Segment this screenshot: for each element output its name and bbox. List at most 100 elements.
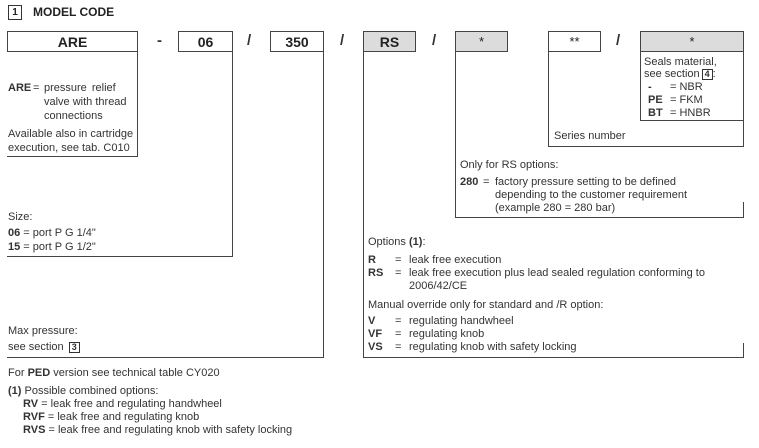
seals-colon: :: [712, 68, 716, 80]
size-key: 06: [8, 227, 21, 239]
size-title: Size:: [8, 211, 33, 223]
size-item: 06 = port P G 1/4": [8, 227, 96, 240]
connector-line: [7, 156, 138, 157]
combined-key: RVF: [23, 411, 45, 423]
code-separator: /: [432, 32, 437, 49]
code-field-options: RS: [363, 31, 416, 52]
combined-option: RVS = leak free and regulating knob with…: [23, 424, 292, 437]
connector-line: [743, 52, 744, 147]
connector-line: [743, 343, 744, 358]
combined-option: RVF = leak free and regulating knob: [23, 411, 199, 424]
option-text-cont: 2006/42/CE: [409, 280, 468, 292]
seals-value: = NBR: [670, 81, 703, 93]
combined-key: RV: [23, 398, 39, 410]
connector-line: [548, 146, 744, 147]
option-text: leak free execution: [409, 254, 502, 266]
combined-title-text: Possible combined options:: [24, 385, 159, 397]
combined-text: = leak free and regulating handwheel: [41, 398, 222, 410]
option-eq: =: [395, 254, 402, 266]
are-desc-line: pressure relief: [44, 82, 116, 94]
rs-only-key: 280: [460, 176, 479, 188]
manual-text: regulating knob: [409, 328, 485, 340]
manual-eq: =: [395, 315, 402, 327]
max-pressure-text: see section 3: [8, 341, 80, 354]
options-title: Options (1):: [368, 236, 426, 249]
rs-only-line: (example 280 = 280 bar): [495, 202, 616, 214]
connector-line: [640, 120, 744, 121]
seals-key: BT: [648, 107, 663, 119]
manual-text: regulating knob with safety locking: [409, 341, 577, 353]
options-title-text: Options: [368, 236, 406, 248]
are-note-line: execution, see tab. C010: [8, 142, 130, 154]
options-colon: :: [422, 236, 426, 248]
code-field-setting: *: [455, 31, 508, 52]
connector-line: [455, 217, 744, 218]
manual-eq: =: [395, 328, 402, 340]
size-text: = port P G 1/2": [20, 241, 96, 253]
size-text: = port P G 1/4": [20, 227, 96, 239]
section-ref-4: 4: [701, 69, 713, 80]
seals-key: PE: [648, 94, 663, 106]
option-eq: =: [395, 267, 402, 279]
rs-only-title: Only for RS options:: [460, 159, 559, 171]
connector-line: [455, 52, 456, 218]
connector-line: [7, 357, 324, 358]
ped-note: For PED version see technical table CY02…: [8, 367, 220, 380]
option-key: R: [368, 254, 376, 266]
ped-key: PED: [27, 367, 51, 379]
code-field-seals: *: [640, 31, 744, 52]
connector-line: [323, 52, 324, 358]
ped-note-post: version see technical table CY020: [53, 367, 220, 379]
section-number-badge: 1: [8, 5, 22, 20]
connector-line: [363, 52, 364, 358]
code-field-pressure: 350: [270, 31, 324, 52]
series-number-label: Series number: [554, 130, 626, 142]
code-separator: /: [616, 32, 621, 49]
option-key: RS: [368, 267, 384, 279]
connector-line: [232, 52, 233, 257]
manual-override-title: Manual override only for standard and /R…: [368, 299, 604, 311]
connector-line: [7, 256, 233, 257]
code-separator: /: [247, 32, 252, 49]
rs-only-line: factory pressure setting to be defined: [495, 176, 676, 188]
seals-value: = FKM: [670, 94, 703, 106]
size-item: 15 = port P G 1/2": [8, 241, 96, 254]
code-field-series: **: [548, 31, 601, 52]
are-eq: =: [33, 82, 40, 94]
connector-line: [548, 52, 549, 147]
seals-key: -: [648, 81, 652, 93]
connector-line: [640, 52, 641, 121]
combined-text: = leak free and regulating knob with saf…: [48, 424, 293, 436]
manual-key: VF: [368, 328, 383, 340]
rs-only-line: depending to the customer requirement: [495, 189, 688, 201]
combined-options-title: (1) Possible combined options:: [8, 385, 158, 398]
connector-line: [743, 202, 744, 218]
connector-line: [363, 357, 744, 358]
ped-note-pre: For: [8, 367, 25, 379]
section-ref-3: 3: [68, 342, 80, 353]
code-separator: -: [157, 32, 162, 49]
combined-option: RV = leak free and regulating handwheel: [23, 398, 222, 411]
connector-line: [137, 52, 138, 157]
code-separator: /: [340, 32, 345, 49]
manual-key: V: [368, 315, 376, 327]
max-pressure-title: Max pressure:: [8, 325, 78, 337]
seals-value: = HNBR: [670, 107, 711, 119]
combined-key: RVS: [23, 424, 46, 436]
are-note-line: Available also in cartridge: [8, 128, 134, 140]
options-footnote-ref: (1): [408, 236, 423, 248]
code-field-size: 06: [178, 31, 233, 52]
max-pressure-ref-text: see section: [8, 341, 64, 353]
combined-text: = leak free and regulating knob: [47, 411, 200, 423]
are-desc-line: valve with thread: [44, 96, 127, 108]
seals-see-section: see section: [644, 68, 700, 80]
are-key: ARE: [8, 82, 32, 94]
are-desc-line: connections: [44, 110, 103, 122]
rs-only-eq: =: [483, 176, 490, 188]
section-title: MODEL CODE: [33, 5, 115, 19]
option-text: leak free execution plus lead sealed reg…: [409, 267, 705, 279]
code-field-are: ARE: [7, 31, 138, 52]
manual-eq: =: [395, 341, 402, 353]
manual-text: regulating handwheel: [409, 315, 514, 327]
